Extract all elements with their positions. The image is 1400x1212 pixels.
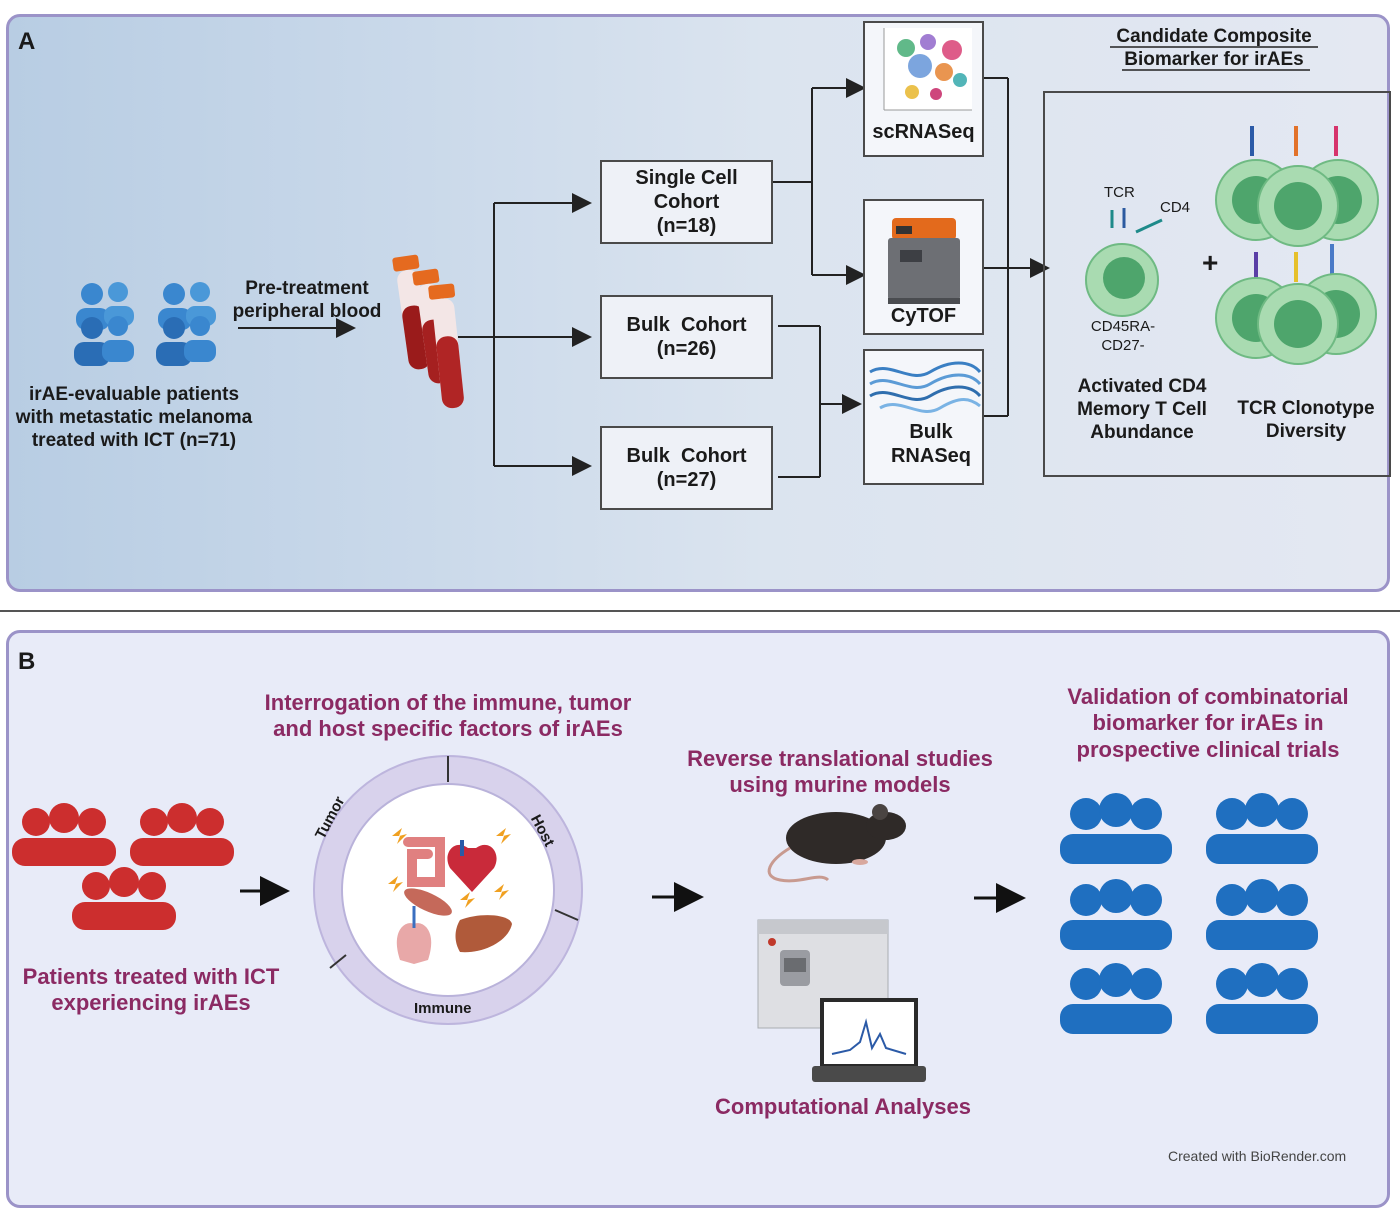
cohort-n: (n=27) xyxy=(656,469,717,491)
patients-line-1: irAE-evaluable patients xyxy=(28,384,240,405)
bulk-cohort-2-box: Bulk Cohort (n=27) xyxy=(600,426,773,510)
cytof-machine-icon xyxy=(888,218,960,304)
cohort-name: Bulk Cohort xyxy=(626,314,747,336)
activated-line-3: Abundance xyxy=(1090,421,1194,443)
rna-strands-icon xyxy=(869,361,982,413)
interrogation-line-2: and host specific factors of irAEs xyxy=(273,716,623,742)
activated-line-2: Memory T Cell xyxy=(1077,398,1207,420)
bulk-cohort-1-box: Bulk Cohort (n=26) xyxy=(600,295,773,379)
validation-line-2: biomarker for irAEs in xyxy=(1092,710,1324,736)
bulk-rnaseq-line-2: RNASeq xyxy=(890,445,971,467)
activated-cd4-label: Activated CD4 Memory T Cell Abundance xyxy=(1062,376,1222,444)
biomarker-title-line-1: Candidate Composite xyxy=(1116,26,1312,47)
interrogation-line-1: Interrogation of the immune, tumor xyxy=(264,690,632,715)
cohort-name: Bulk Cohort xyxy=(626,445,747,467)
patients-description: irAE-evaluable patients with metastatic … xyxy=(4,384,264,452)
blood-tubes-icon xyxy=(392,254,464,409)
tcr-clonotype-label: TCR Clonotype Diversity xyxy=(1228,398,1384,444)
biorender-watermark: Created with BioRender.com xyxy=(1168,1148,1347,1164)
umap-plot-icon xyxy=(883,28,972,111)
reverse-line-1: Reverse translational studies xyxy=(687,746,993,771)
people-icon xyxy=(1060,793,1318,1034)
marker-labels: CD45RA- CD27- xyxy=(1080,318,1166,356)
cohort-n: (n=26) xyxy=(656,338,717,360)
blood-label-line-1: Pre-treatment xyxy=(245,278,369,299)
t-cell-icon xyxy=(1085,208,1163,317)
single-cell-cohort-box: Single Cell Cohort (n=18) xyxy=(600,160,773,244)
people-icon xyxy=(74,282,216,366)
validation-line-1: Validation of combinatorial xyxy=(1067,684,1349,709)
cd27-label: CD27- xyxy=(1101,336,1145,354)
bulk-rnaseq-label: Bulk RNASeq xyxy=(864,420,998,468)
tcr-label: TCR xyxy=(1104,184,1135,201)
patients-line-3: treated with ICT (n=71) xyxy=(31,429,237,451)
cd4-label: CD4 xyxy=(1160,199,1191,216)
reverse-line-2: using murine models xyxy=(729,772,951,798)
patients-caption-line-2: experiencing irAEs xyxy=(51,990,251,1016)
panel-b xyxy=(6,630,1390,1208)
scrnaseq-label: scRNASeq xyxy=(872,121,975,143)
patients-caption-line-1: Patients treated with ICT xyxy=(22,964,280,989)
panel-divider xyxy=(0,610,1400,612)
validation-line-3: prospective clinical trials xyxy=(1076,736,1340,762)
blood-label: Pre-treatment peripheral blood xyxy=(222,278,392,324)
plus-sign: + xyxy=(1202,247,1219,278)
validation-heading: Validation of combinatorial biomarker fo… xyxy=(1040,684,1376,763)
biomarker-title: Candidate Composite Biomarker for irAEs xyxy=(1094,26,1334,72)
panel-a-label: A xyxy=(18,28,36,55)
clonotype-line-2: Diversity xyxy=(1265,420,1347,442)
cohort-name: Single Cell Cohort xyxy=(635,167,738,213)
cytof-label: CyTOF xyxy=(890,305,957,327)
bulk-rnaseq-line-1: Bulk xyxy=(909,421,953,443)
cohort-n: (n=18) xyxy=(656,215,717,237)
cd45ra-label: CD45RA- xyxy=(1090,318,1156,335)
reverse-translational-heading: Reverse translational studies using muri… xyxy=(670,746,1010,799)
interrogation-heading: Interrogation of the immune, tumor and h… xyxy=(240,690,656,743)
computational-analyses-label: Computational Analyses xyxy=(715,1094,971,1119)
mouse-icon xyxy=(767,804,906,883)
biomarker-title-line-2: Biomarker for irAEs xyxy=(1124,48,1304,70)
patients-irae-caption: Patients treated with ICT experiencing i… xyxy=(6,964,296,1017)
clonotype-cells-icon xyxy=(1215,126,1379,365)
activated-line-1: Activated CD4 xyxy=(1077,376,1207,397)
organ-wheel-icon xyxy=(313,755,583,1025)
clonotype-line-1: TCR Clonotype xyxy=(1237,398,1375,419)
blood-label-line-2: peripheral blood xyxy=(232,300,382,322)
laptop-icon xyxy=(812,998,926,1082)
wheel-immune-label: Immune xyxy=(414,1000,472,1017)
patients-line-2: with metastatic melanoma xyxy=(15,406,253,428)
people-icon xyxy=(12,803,234,930)
panel-b-label: B xyxy=(18,648,36,675)
